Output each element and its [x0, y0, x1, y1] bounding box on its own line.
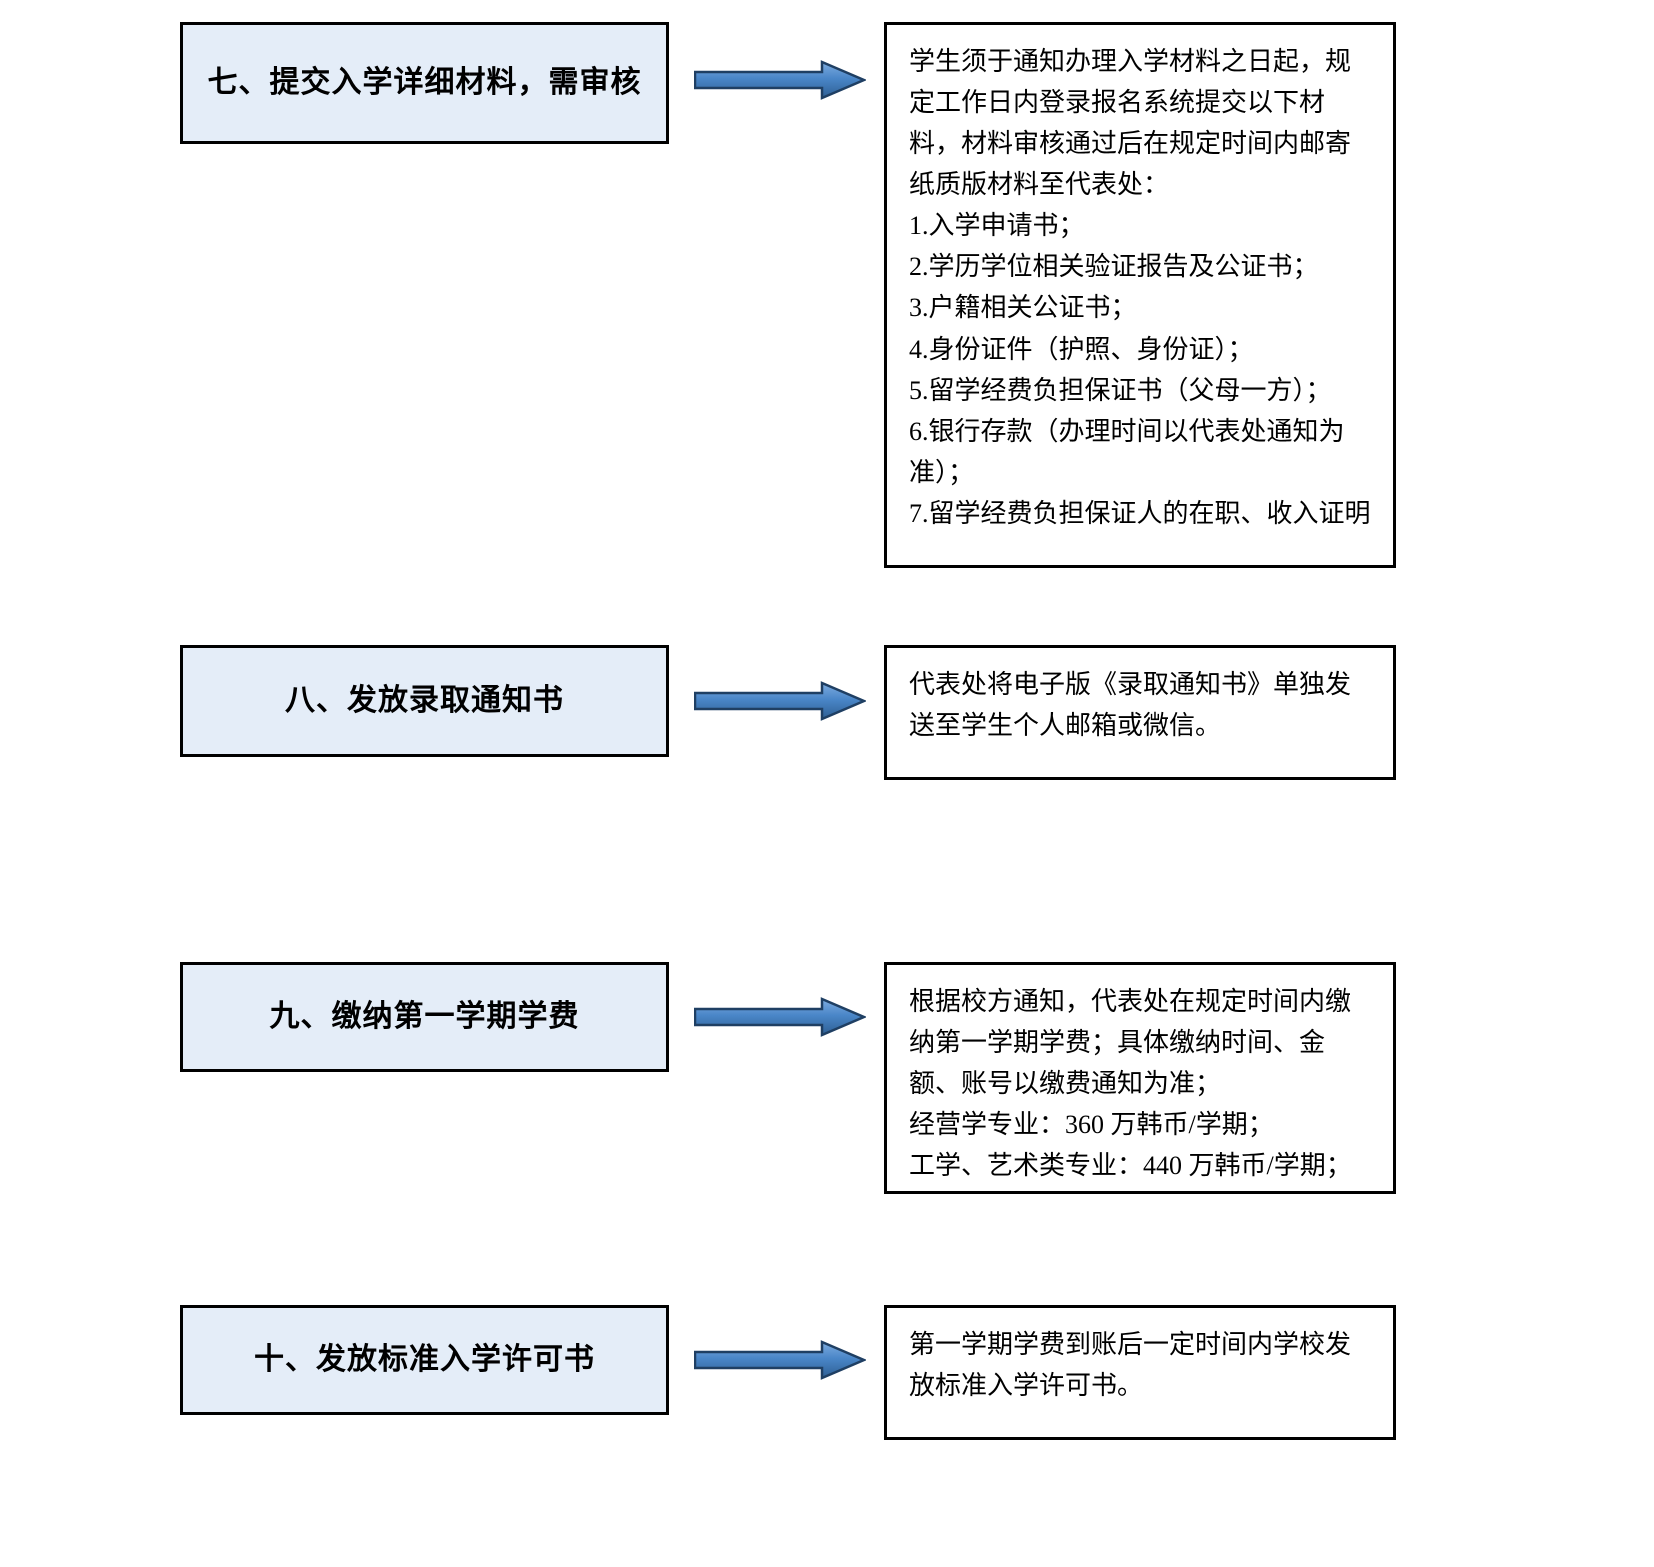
detail-line: 代表处将电子版《录取通知书》单独发送至学生个人邮箱或微信。 — [909, 670, 1352, 741]
detail-line: 根据校方通知，代表处在规定时间内缴纳第一学期学费；具体缴纳时间、金额、账号以缴费… — [909, 987, 1352, 1099]
detail-panel-9: 根据校方通知，代表处在规定时间内缴纳第一学期学费；具体缴纳时间、金额、账号以缴费… — [884, 962, 1396, 1194]
detail-line: 工学、艺术类专业：440 万韩币/学期； — [909, 1151, 1352, 1181]
arrow-step-7 — [694, 60, 866, 100]
detail-line: 2.学历学位相关验证报告及公证书； — [909, 252, 1319, 282]
step-box-8-label: 八、发放录取通知书 — [285, 684, 564, 718]
arrow-step-10 — [694, 1340, 866, 1380]
step-box-7[interactable]: 七、提交入学详细材料，需审核 — [180, 22, 669, 144]
arrow-step-9 — [694, 997, 866, 1037]
detail-panel-8: 代表处将电子版《录取通知书》单独发送至学生个人邮箱或微信。 — [884, 645, 1396, 780]
detail-line: 1.入学申请书； — [909, 211, 1085, 241]
detail-panel-10: 第一学期学费到账后一定时间内学校发放标准入学许可书。 — [884, 1305, 1396, 1440]
step-box-7-label: 七、提交入学详细材料，需审核 — [207, 66, 642, 100]
detail-line: 3.户籍相关公证书； — [909, 293, 1137, 323]
step-box-9[interactable]: 九、缴纳第一学期学费 — [180, 962, 669, 1072]
detail-line: 第一学期学费到账后一定时间内学校发放标准入学许可书。 — [909, 1330, 1352, 1401]
step-box-10[interactable]: 十、发放标准入学许可书 — [180, 1305, 669, 1415]
detail-line: 4.身份证件（护照、身份证）； — [909, 334, 1254, 364]
detail-line: 5.留学经费负担保证书（父母一方）； — [909, 375, 1332, 405]
step-box-10-label: 十、发放标准入学许可书 — [254, 1343, 595, 1377]
detail-line: 经营学专业：360 万韩币/学期； — [909, 1110, 1274, 1140]
step-box-9-label: 九、缴纳第一学期学费 — [269, 1000, 580, 1034]
detail-panel-7: 学生须于通知办理入学材料之日起，规定工作日内登录报名系统提交以下材料，材料审核通… — [884, 22, 1396, 568]
arrow-step-8 — [694, 681, 866, 721]
detail-line: 学生须于通知办理入学材料之日起，规定工作日内登录报名系统提交以下材料，材料审核通… — [909, 47, 1352, 200]
detail-line: 6.银行存款（办理时间以代表处通知为准）； — [909, 416, 1345, 487]
step-box-8[interactable]: 八、发放录取通知书 — [180, 645, 669, 757]
detail-line: 7.留学经费负担保证人的在职、收入证明 — [909, 498, 1371, 528]
